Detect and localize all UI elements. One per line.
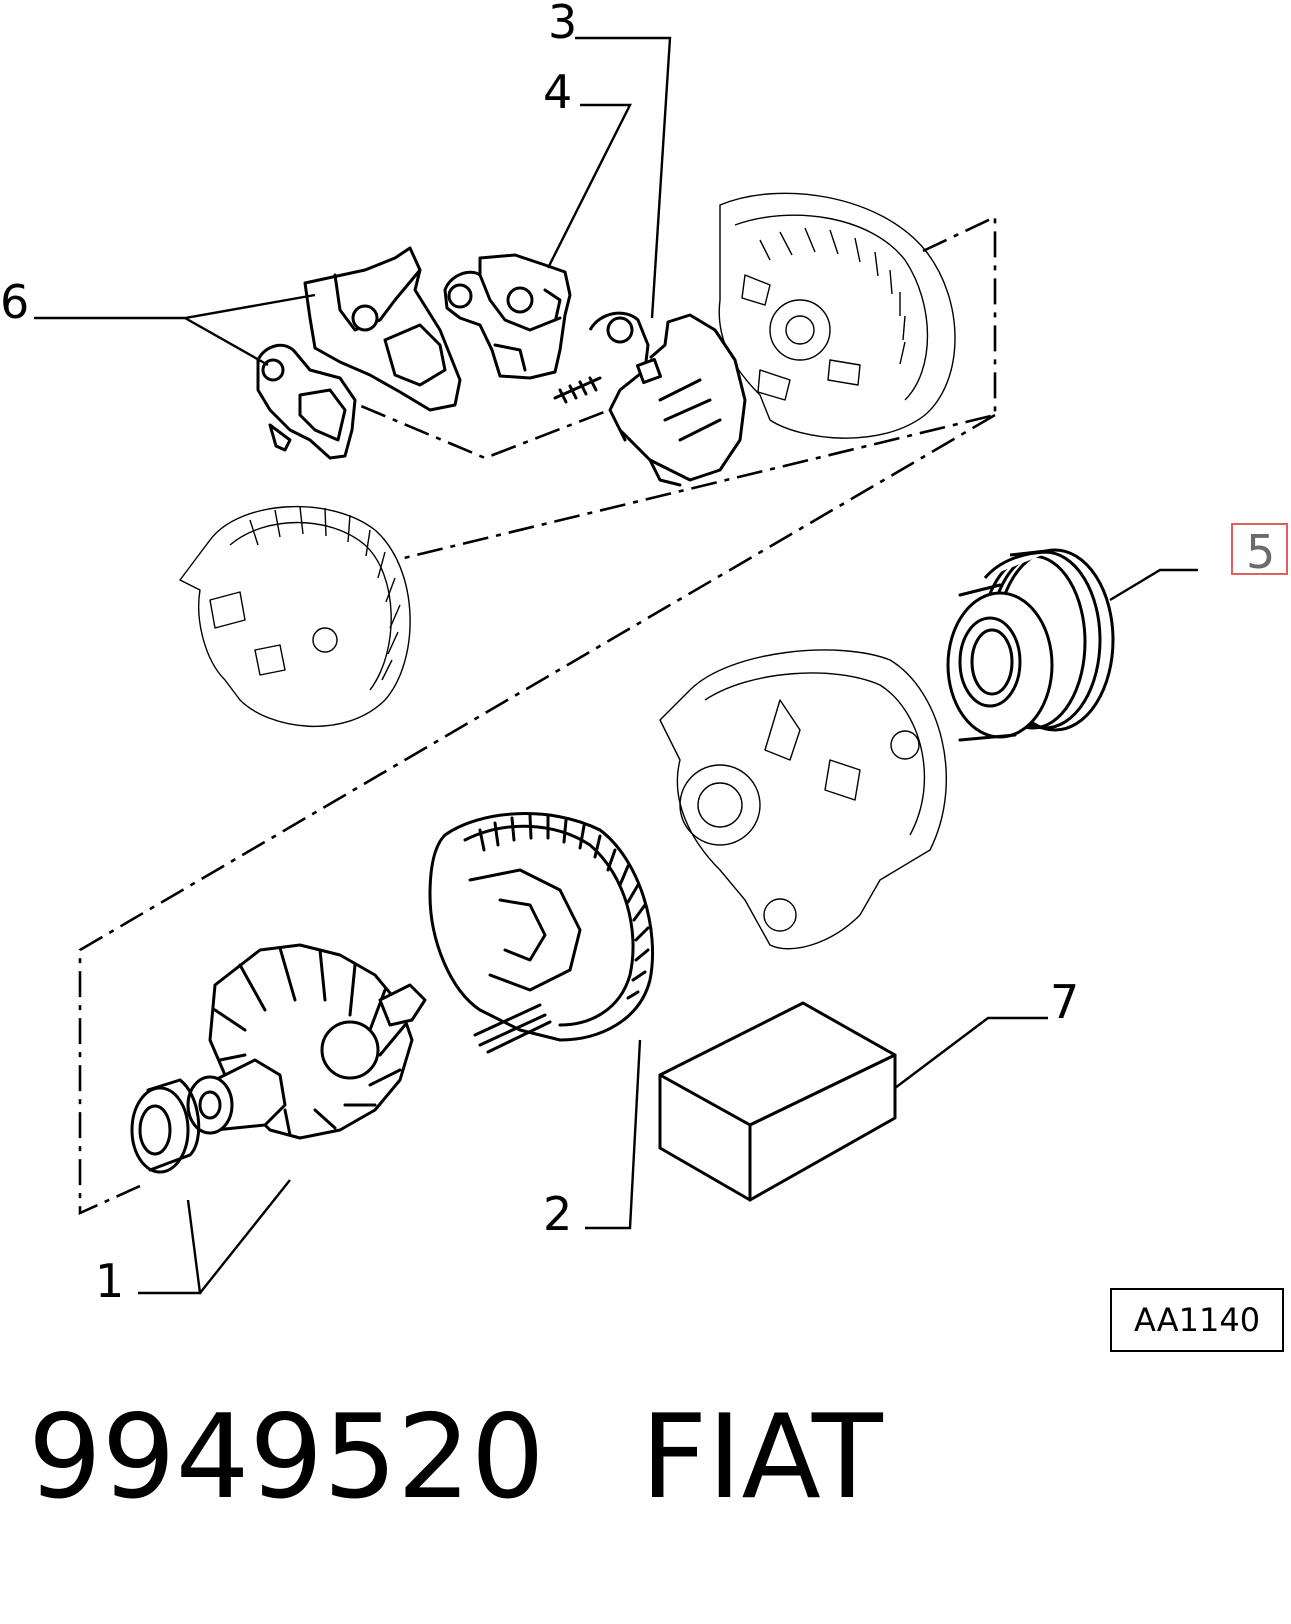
rear-housing-outline xyxy=(718,192,956,439)
part-number: 9949520 xyxy=(28,1390,545,1525)
stator-outline xyxy=(179,505,411,727)
callout-3: 3 xyxy=(548,0,577,49)
part-6-brush-holder xyxy=(256,246,462,460)
part-1-rotor xyxy=(130,943,427,1174)
callout-7: 7 xyxy=(1050,975,1079,1029)
front-housing-outline xyxy=(659,649,948,950)
callout-1: 1 xyxy=(95,1254,124,1308)
callout-5: 5 xyxy=(1246,525,1275,579)
diagram-reference-code: AA1140 xyxy=(1110,1288,1284,1352)
callout-leaders xyxy=(34,36,1198,1295)
part-4-regulator xyxy=(443,253,572,380)
callout-2: 2 xyxy=(543,1187,572,1241)
brand-name: FIAT xyxy=(640,1390,883,1525)
part-5-pulley xyxy=(946,548,1115,742)
part-2-stator xyxy=(428,812,654,1054)
callout-4: 4 xyxy=(543,65,572,119)
callout-5-highlight xyxy=(1231,523,1288,575)
callout-6: 6 xyxy=(0,275,29,329)
part-7-kit-box xyxy=(658,1001,897,1202)
part-3-rectifier xyxy=(553,311,747,487)
part-caption: 9949520 FIAT xyxy=(28,1388,883,1528)
